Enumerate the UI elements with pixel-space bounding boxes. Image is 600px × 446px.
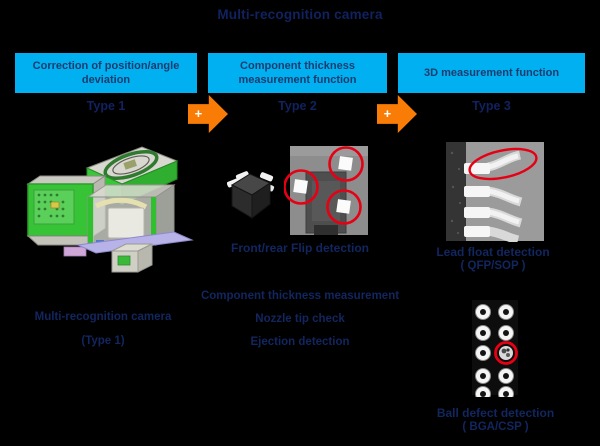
lead-pad: [293, 179, 308, 194]
red-highlight-circle: [284, 169, 319, 205]
left-caption-line1: Multi-recognition camera: [34, 311, 172, 323]
header-box-3d: 3D measurement function: [398, 53, 585, 93]
red-highlight-circle: [328, 146, 364, 182]
red-highlight-circle: [326, 189, 362, 225]
bga-balls: [475, 304, 514, 397]
camera-ring: [103, 149, 159, 181]
feature-item: Component thickness measurement: [200, 290, 400, 302]
feature-item: Nozzle tip check: [255, 313, 345, 325]
lead-float-subcaption: ( QFP/SOP ): [460, 260, 526, 272]
plus-icon: +: [194, 106, 203, 122]
flip-detection-caption: Front/rear Flip detection: [230, 241, 369, 255]
type1-label: Type 1: [86, 99, 126, 113]
left-caption-line2: (Type 1): [81, 335, 125, 347]
lead-pad: [338, 156, 353, 171]
floated-lead: [464, 163, 490, 174]
defective-ball: [499, 346, 513, 360]
red-highlight-ellipse: [468, 147, 538, 181]
plus-icon: +: [383, 106, 392, 122]
camera-cad-image: [26, 146, 194, 273]
red-highlight-circle: [494, 341, 518, 365]
ball-defect-caption: Ball defect detection: [436, 406, 555, 420]
type3-label: Type 3: [472, 99, 511, 113]
type2-label: Type 2: [278, 99, 317, 113]
flip-detection-photo: [284, 146, 368, 235]
lead-float-caption: Lead float detection: [436, 245, 550, 259]
feature-item: Ejection detection: [250, 336, 350, 348]
header-box-thickness: Component thickness measurement function: [208, 53, 387, 93]
chip-component-image: [227, 171, 275, 220]
lead-pad: [336, 199, 351, 214]
lead-float-photo: [446, 142, 544, 242]
ball-defect-subcaption: ( BGA/CSP ): [462, 421, 529, 433]
feature-list: Component thickness measurement Nozzle t…: [170, 290, 430, 348]
bga-ball-photo: [472, 300, 518, 397]
header-box-correction: Correction of position/angle deviation: [15, 53, 197, 93]
page-title: Multi-recognition camera: [217, 7, 383, 22]
